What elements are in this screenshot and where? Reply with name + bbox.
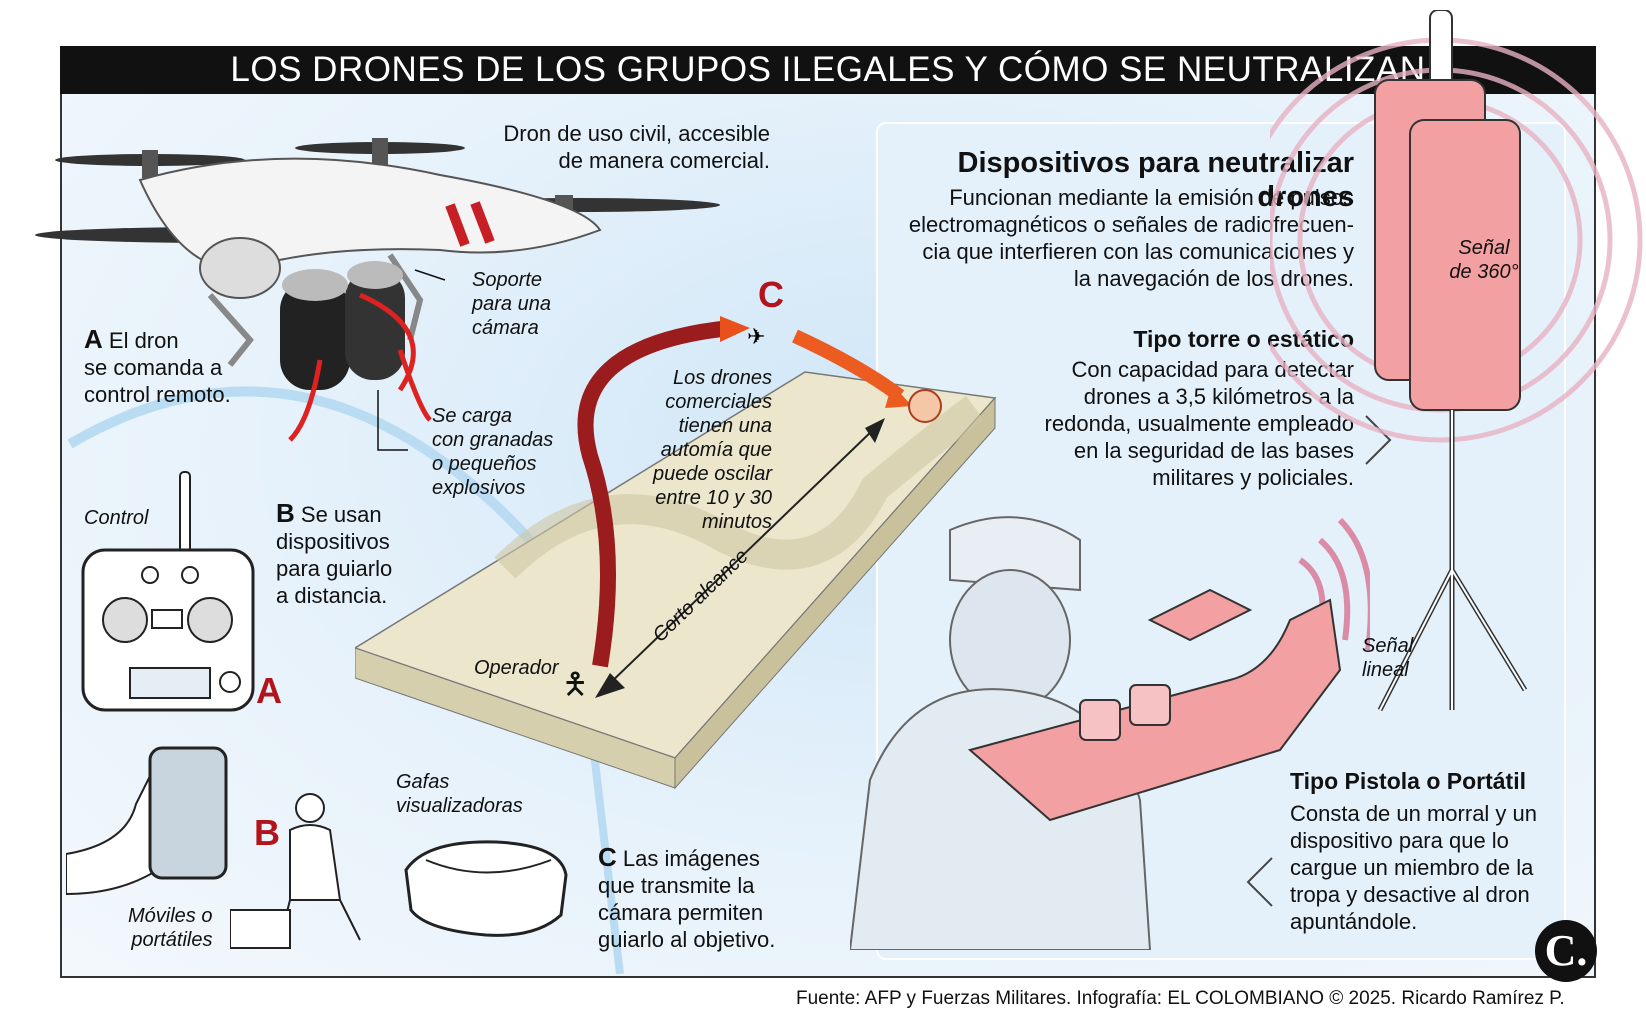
- tower-title: Tipo torre o estático: [1133, 326, 1354, 352]
- operator-icon: 🯅: [562, 668, 589, 701]
- goggles-illustration: [404, 840, 568, 937]
- drone-flight-path: [577, 316, 942, 668]
- propeller-left: [55, 150, 245, 178]
- page-title: LOS DRONES DE LOS GRUPOS ILEGALES Y CÓMO…: [60, 46, 1596, 94]
- source-credit: Fuente: AFP y Fuerzas Militares. Infogra…: [796, 988, 1565, 1009]
- explosive-canisters: [280, 261, 432, 442]
- operator-label: Operador: [474, 657, 559, 679]
- chevron-right-icon: [1365, 415, 1392, 465]
- terrain-map: [355, 371, 997, 790]
- mobile-letter-b: B: [254, 812, 280, 853]
- control-letter-a: A: [256, 670, 282, 711]
- map-letter-c: C: [758, 274, 784, 315]
- remote-control-illustration: [81, 471, 255, 712]
- propeller-top: [295, 138, 465, 166]
- drone-illustration: [35, 138, 720, 451]
- tower-jammer-illustration: [1270, 10, 1643, 712]
- el-colombiano-logo: C.: [1535, 920, 1597, 982]
- kneeling-person-illustration: [230, 793, 361, 949]
- phone-illustration: [66, 746, 228, 896]
- small-drone-icon: ✈: [747, 324, 766, 349]
- chevron-left-icon: [1246, 857, 1273, 907]
- neutralize-heading: Dispositivos para neutralizar drones: [957, 147, 1354, 213]
- soldier-jammer-illustration: [850, 516, 1370, 950]
- control-label: Control: [84, 507, 149, 529]
- gun-title: Tipo Pistola o Portátil: [1290, 768, 1526, 794]
